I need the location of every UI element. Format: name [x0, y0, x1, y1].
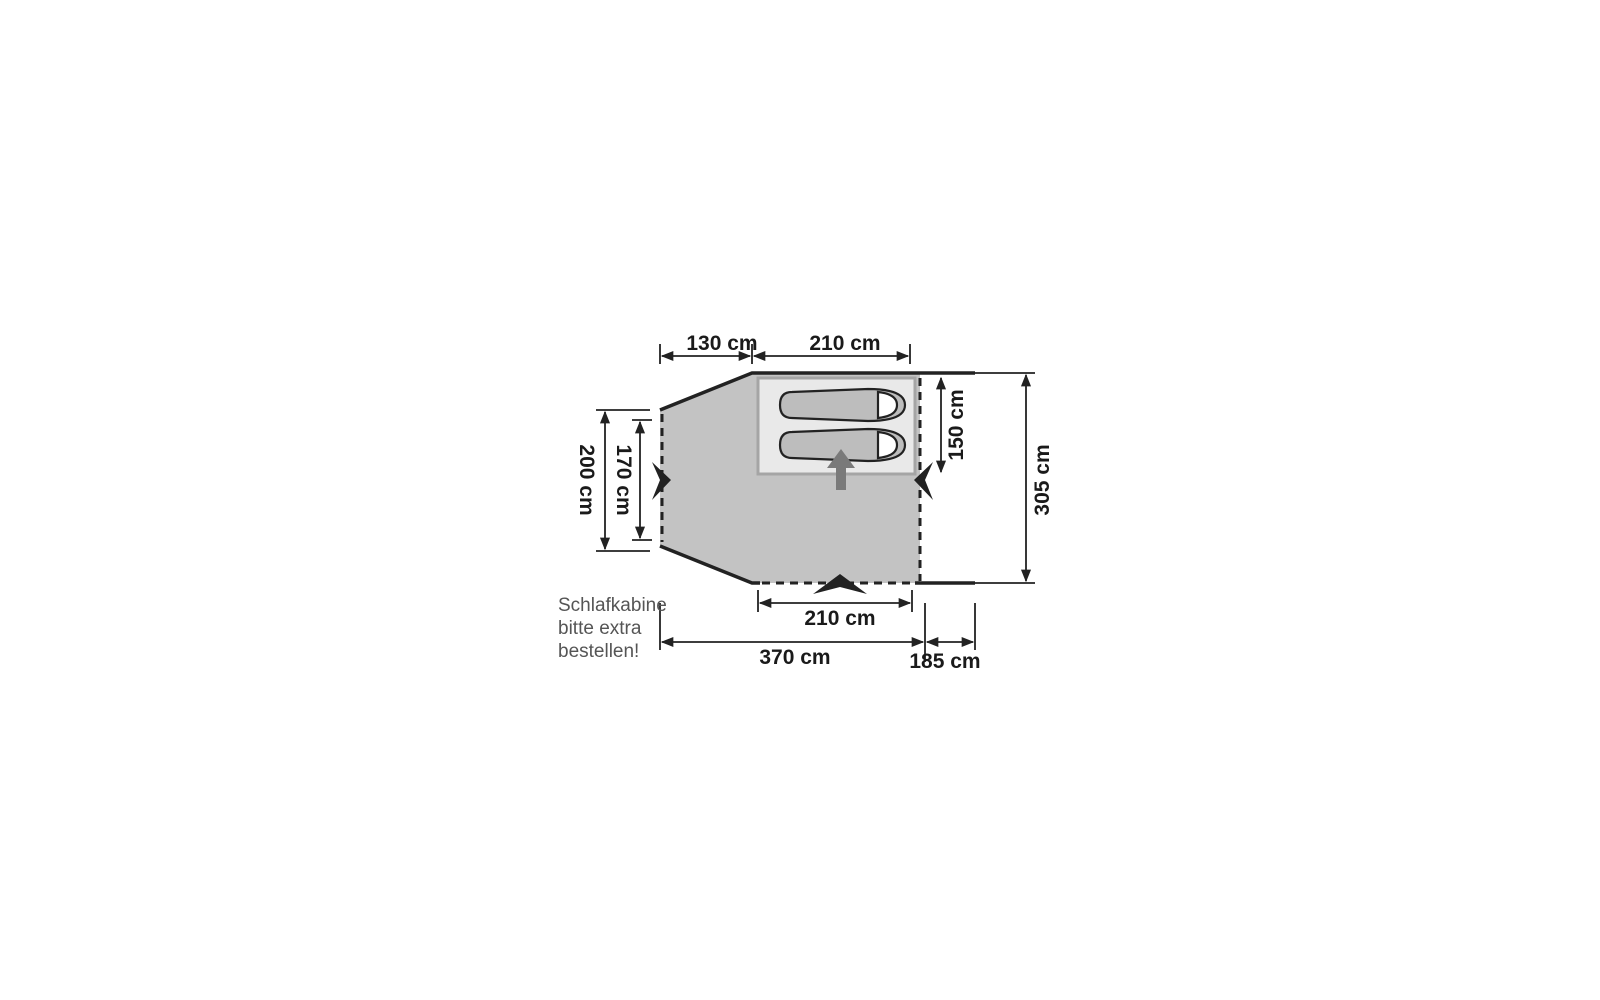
dimension-top-right: 210 cm [752, 332, 911, 364]
entrance-chevron-right-icon [914, 462, 933, 500]
dimension-label: 170 cm [612, 444, 635, 515]
entrance-chevron-bottom-icon [813, 574, 867, 594]
cabin-entrance-arrow-icon [827, 449, 855, 490]
dimension-left-outer: 200 cm [575, 409, 650, 552]
dimension-label: 150 cm [945, 389, 968, 460]
dimension-label: 200 cm [575, 444, 598, 515]
note-text: Schlafkabine bitte extra bestellen! [558, 595, 667, 662]
dimension-top-left: 130 cm [659, 332, 758, 364]
dimension-label: 210 cm [804, 607, 875, 630]
dimension-label: 305 cm [1031, 444, 1054, 515]
dimension-bottom-door: 210 cm [757, 590, 913, 630]
entrance-chevron-left-icon [652, 462, 671, 500]
sleeping-bag [778, 387, 907, 423]
tent-wall-top [659, 371, 975, 412]
dimension-cabin-height: 150 cm [935, 376, 968, 474]
dimension-total-height: 305 cm [975, 372, 1054, 584]
sleeping-bag [778, 427, 907, 463]
dimension-label: 130 cm [686, 332, 757, 355]
dimension-label: 210 cm [809, 332, 880, 355]
tent-wall-bottom-left [659, 544, 760, 585]
dimension-left-inner: 170 cm [612, 419, 652, 541]
dimension-total-length: 370 cm [659, 603, 926, 669]
dimension-extension: 185 cm [909, 603, 981, 673]
note-line: Schlafkabine [558, 595, 667, 616]
dimension-label: 185 cm [909, 650, 980, 673]
note-line: bestellen! [558, 641, 639, 662]
note-line: bitte extra [558, 618, 642, 639]
dimension-label: 370 cm [759, 646, 830, 669]
